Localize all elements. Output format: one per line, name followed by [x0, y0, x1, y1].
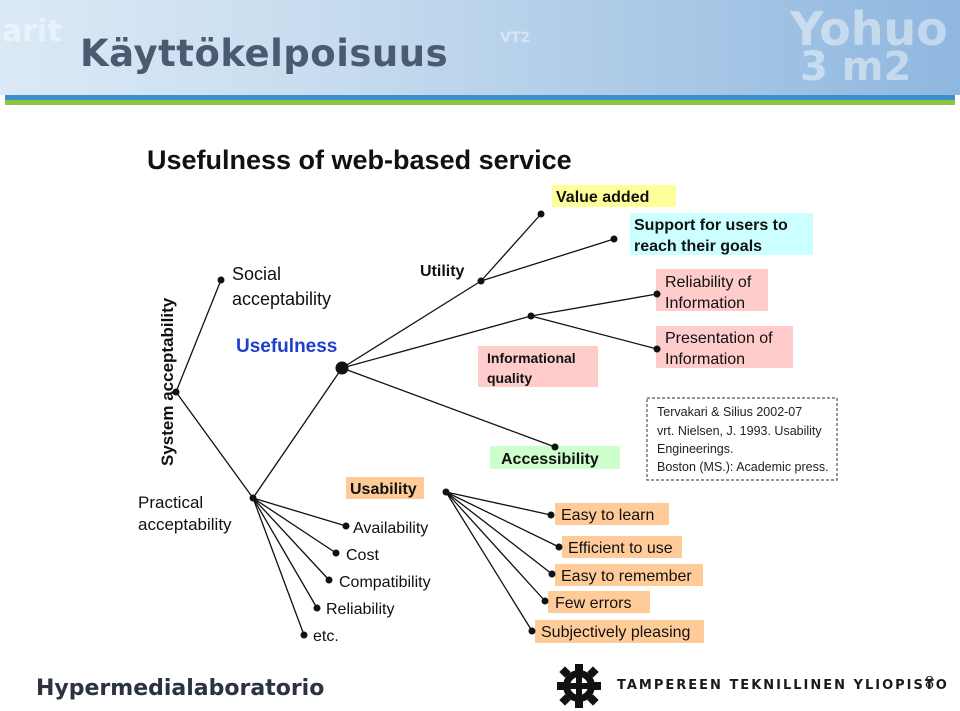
node-few-errors	[541, 597, 549, 605]
node-social	[217, 276, 225, 284]
footer-university-name: TAMPEREEN TEKNILLINEN YLIOPISTO	[617, 678, 949, 693]
accessibility-box	[490, 446, 620, 469]
value-added-label: Value added	[556, 189, 649, 206]
easy-remember-box	[555, 564, 703, 586]
easy-learn-box	[555, 503, 669, 525]
slide-title: Käyttökelpoisuus	[80, 32, 449, 75]
header-bg-word: 3 m2	[800, 44, 912, 90]
accessibility-label: Accessibility	[501, 451, 599, 468]
node-etc	[300, 631, 308, 639]
usefulness-label: Usefulness	[236, 336, 337, 357]
node-reliability-info	[653, 290, 661, 298]
node-utility	[477, 277, 485, 285]
citation-line: Engineerings.	[657, 442, 733, 456]
node-practical	[249, 494, 257, 502]
value-added-box	[552, 185, 676, 207]
support-users-label-1: Support for users to	[634, 217, 788, 234]
header-band-blue	[5, 95, 955, 100]
footer-lab-name: Hypermedialaboratorio	[36, 676, 325, 701]
node-support	[610, 235, 618, 243]
node-usability	[442, 488, 450, 496]
reliability-info-label-2: Information	[665, 295, 745, 312]
header-bg-word: VT2	[500, 30, 531, 46]
node-easy-learn	[547, 511, 555, 519]
utility-label: Utility	[420, 263, 465, 280]
node-availability	[342, 522, 350, 530]
practical-item: Reliability	[326, 601, 394, 618]
node-informational	[527, 312, 535, 320]
practical-item: etc.	[313, 628, 339, 645]
presentation-info-label-2: Information	[665, 351, 745, 368]
few-errors-box	[548, 591, 650, 613]
usability-item: Subjectively pleasing	[541, 624, 690, 641]
header-band-green	[5, 100, 955, 105]
diagram-title: Usefulness of web-based service	[147, 145, 572, 175]
node-cost	[332, 549, 340, 557]
citation-line: vrt. Nielsen, J. 1993. Usability	[657, 424, 822, 438]
usability-box	[346, 477, 424, 499]
header-bg-word: Yohuo	[790, 2, 948, 56]
node-presentation-info	[653, 345, 661, 353]
page-number: 8	[925, 672, 934, 692]
reliability-info-label-1: Reliability of	[665, 274, 752, 291]
usability-label: Usability	[350, 481, 417, 498]
practical-acceptability-label-1: Practical	[138, 493, 203, 512]
reliability-info-box	[656, 269, 768, 311]
header-bg-word: arit	[2, 14, 62, 49]
header-banner: arit VT2 Yohuo 3 m2 Käyttökelpoisuus	[0, 0, 960, 95]
practical-item: Compatibility	[339, 574, 431, 591]
social-acceptability-label-1: Social	[232, 264, 281, 284]
node-value-added	[537, 210, 545, 218]
university-gear-logo-icon	[557, 664, 601, 708]
social-acceptability-label-2: acceptability	[232, 289, 331, 309]
usability-item: Easy to learn	[561, 507, 654, 524]
node-compatibility	[325, 576, 333, 584]
node-usefulness	[335, 361, 349, 375]
citation-line: Tervakari & Silius 2002-07	[657, 405, 802, 419]
node-system	[172, 388, 180, 396]
support-users-box	[630, 213, 813, 255]
presentation-info-label-1: Presentation of	[665, 330, 773, 347]
citation-line: Boston (MS.): Academic press.	[657, 460, 829, 474]
node-reliability	[313, 604, 321, 612]
practical-item: Cost	[346, 547, 379, 564]
tree-edges	[175, 213, 658, 636]
support-users-label-2: reach their goals	[634, 238, 762, 255]
efficient-box	[562, 536, 682, 558]
informational-quality-box	[478, 346, 598, 387]
node-efficient	[555, 543, 563, 551]
practical-item: Availability	[353, 520, 428, 537]
informational-quality-label-1: Informational	[487, 350, 576, 366]
usability-item: Few errors	[555, 595, 631, 612]
presentation-info-box	[656, 326, 793, 368]
node-accessibility	[551, 443, 559, 451]
tree-nodes	[172, 210, 661, 639]
informational-quality-label-2: quality	[487, 370, 532, 386]
usability-item: Easy to remember	[561, 568, 692, 585]
citation-box	[646, 397, 838, 481]
system-acceptability-label: System acceptability	[158, 297, 177, 466]
node-easy-remember	[548, 570, 556, 578]
practical-acceptability-label-2: acceptability	[138, 515, 232, 534]
usability-item: Efficient to use	[568, 540, 673, 557]
node-pleasing	[528, 627, 536, 635]
pleasing-box	[535, 620, 704, 643]
